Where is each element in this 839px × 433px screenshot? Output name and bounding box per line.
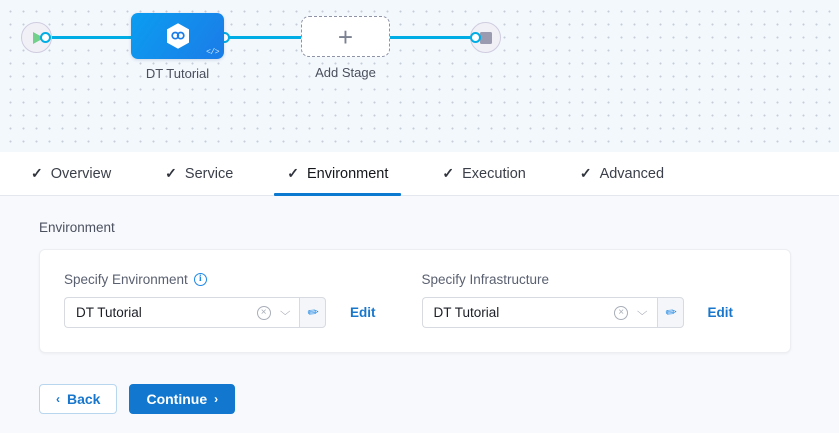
- check-icon: ✓: [287, 165, 299, 181]
- tab-label: Service: [184, 165, 234, 182]
- connector-edge-add-to-end: [390, 36, 476, 39]
- check-icon: ✓: [31, 165, 43, 181]
- specify-environment-label: Specify Environment i: [64, 272, 376, 287]
- check-icon: ✓: [165, 165, 177, 181]
- connector-edge-start-to-stage: [42, 36, 138, 39]
- back-button[interactable]: ‹ Back: [39, 384, 118, 414]
- infrastructure-edit-link[interactable]: Edit: [707, 305, 734, 320]
- stage-code-badge: </>: [206, 48, 219, 57]
- tab-label: Execution: [462, 165, 526, 182]
- tab-environment[interactable]: ✓ Environment: [274, 152, 402, 196]
- environment-edit-link[interactable]: Edit: [350, 305, 376, 320]
- continue-button[interactable]: Continue ›: [129, 384, 236, 414]
- stop-icon: [479, 31, 492, 44]
- environment-select[interactable]: DT Tutorial × ⌵: [64, 297, 299, 328]
- tab-label: Environment: [307, 165, 389, 182]
- infrastructure-select-value: DT Tutorial: [433, 305, 500, 320]
- field-label-text: Specify Infrastructure: [421, 272, 550, 287]
- connector-edge-stage-to-add: [224, 36, 304, 39]
- field-label-text: Specify Environment: [64, 272, 188, 287]
- tab-execution[interactable]: ✓ Execution: [429, 152, 538, 195]
- specify-infrastructure-label: Specify Infrastructure: [422, 272, 734, 287]
- infrastructure-pin-button[interactable]: ✐: [656, 297, 684, 328]
- stage-node-dt-tutorial[interactable]: </>: [131, 13, 224, 59]
- pin-icon: ✐: [303, 303, 322, 322]
- chevron-left-icon: ‹: [56, 392, 60, 406]
- play-icon: [32, 31, 44, 44]
- chevron-down-icon[interactable]: ⌵: [637, 306, 648, 318]
- hexagon-link-icon: [166, 23, 189, 49]
- tab-overview[interactable]: ✓ Overview: [18, 152, 124, 195]
- start-node-output-port[interactable]: [40, 32, 51, 43]
- tab-label: Advanced: [599, 165, 665, 182]
- section-title: Environment: [39, 220, 115, 235]
- specify-environment-row: DT Tutorial × ⌵ ✐ Edit: [64, 297, 376, 328]
- plus-icon: +: [337, 21, 354, 52]
- clear-icon[interactable]: ×: [614, 305, 629, 320]
- stage-node-label: DT Tutorial: [145, 66, 210, 81]
- clear-icon[interactable]: ×: [256, 305, 271, 320]
- end-node-input-port[interactable]: [470, 32, 481, 43]
- pipeline-canvas[interactable]: </> DT Tutorial + Add Stage: [0, 0, 839, 152]
- tab-label: Overview: [50, 165, 112, 182]
- continue-button-label: Continue: [146, 391, 208, 407]
- add-stage-label: Add Stage: [315, 65, 376, 80]
- check-icon: ✓: [579, 165, 592, 181]
- tab-service[interactable]: ✓ Service: [152, 152, 246, 195]
- environment-card: Specify Environment i DT Tutorial × ⌵ ✐ …: [39, 249, 791, 353]
- stage-tabbar: ✓ Overview ✓ Service ✓ Environment ✓ Exe…: [0, 152, 839, 196]
- specify-environment-field-group: Specify Environment i DT Tutorial × ⌵ ✐ …: [64, 272, 376, 328]
- check-icon: ✓: [442, 165, 455, 181]
- wizard-footer: ‹ Back Continue ›: [39, 384, 236, 414]
- specify-infrastructure-row: DT Tutorial × ⌵ ✐ Edit: [421, 297, 734, 328]
- environment-pin-button[interactable]: ✐: [299, 297, 326, 328]
- tab-advanced[interactable]: ✓ Advanced: [567, 152, 677, 195]
- chevron-down-icon[interactable]: ⌵: [279, 306, 291, 318]
- environment-select-value: DT Tutorial: [76, 305, 142, 320]
- specify-infrastructure-field-group: Specify Infrastructure DT Tutorial × ⌵ ✐…: [421, 272, 734, 328]
- infrastructure-select[interactable]: DT Tutorial × ⌵: [421, 297, 657, 328]
- back-button-label: Back: [67, 391, 101, 407]
- add-stage-button[interactable]: +: [301, 16, 390, 57]
- pin-icon: ✐: [661, 303, 679, 322]
- chevron-right-icon: ›: [214, 392, 219, 406]
- info-icon[interactable]: i: [193, 273, 207, 286]
